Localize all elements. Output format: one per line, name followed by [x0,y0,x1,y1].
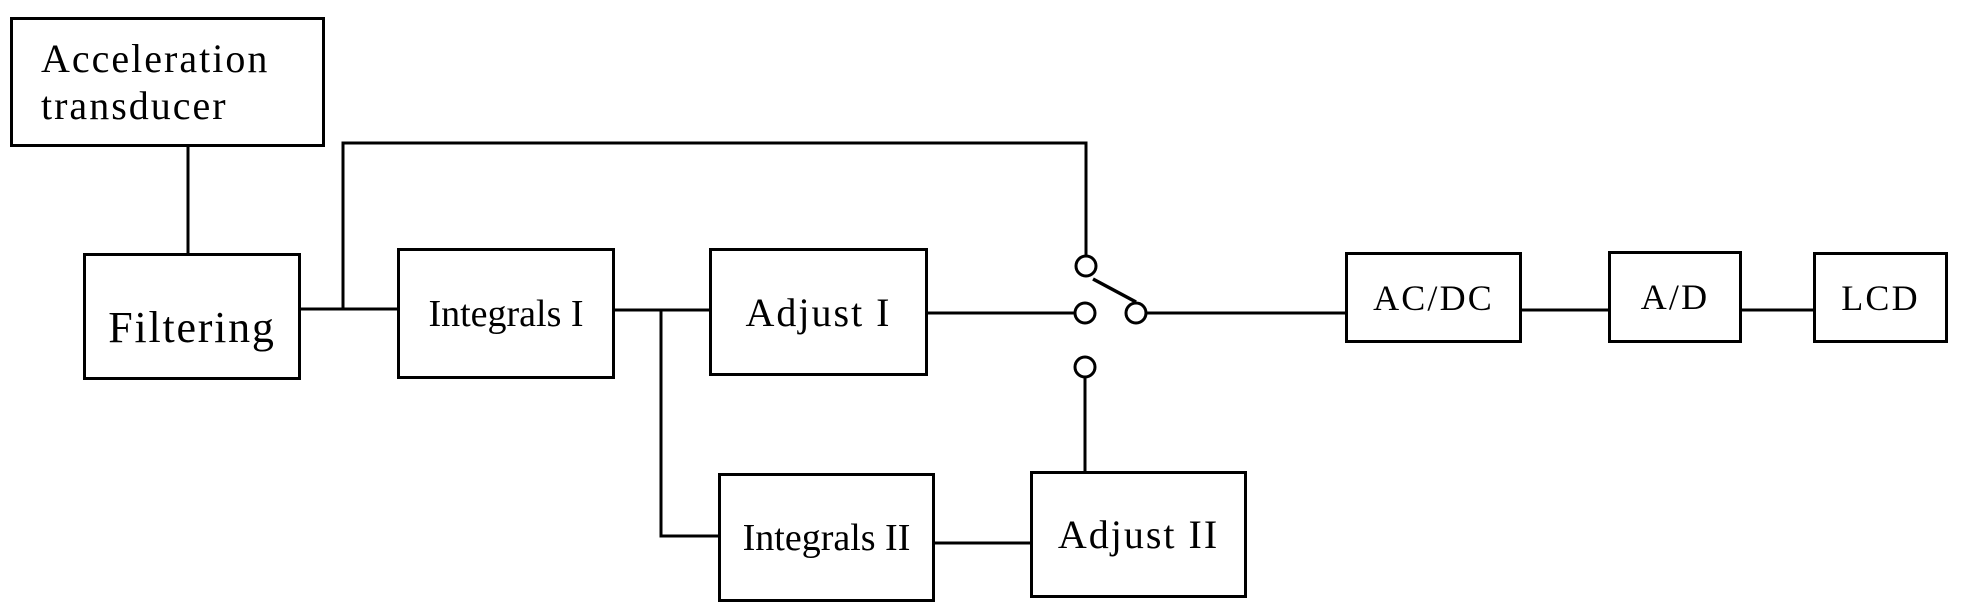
block-integrals-1: Integrals I [397,248,615,379]
switch-arm [1092,277,1137,304]
block-integrals-2-label: Integrals II [742,516,911,559]
block-adjust-1-label: Adjust I [745,289,892,335]
block-ac-dc-label: AC/DC [1373,277,1494,318]
block-a-d-label: A/D [1640,277,1710,317]
block-adjust-1: Adjust I [709,248,928,376]
block-integrals-2: Integrals II [718,473,935,602]
block-filtering: Filtering [83,253,301,380]
block-ac-dc: AC/DC [1345,252,1522,343]
block-lcd-label: LCD [1841,277,1920,318]
block-acceleration-transducer-label-line2: transducer [41,83,228,128]
block-acceleration-transducer: Acceleration transducer [10,17,325,147]
block-adjust-2-label: Adjust II [1057,512,1220,557]
block-acceleration-transducer-label-line1: Acceleration [41,36,270,81]
block-lcd: LCD [1813,252,1948,343]
block-a-d: A/D [1608,251,1742,343]
block-integrals-1-label: Integrals I [428,292,584,335]
switch-contact-bottom [1073,355,1097,379]
switch-contact-top [1074,254,1098,278]
block-filtering-label: Filtering [108,303,276,352]
switch-contact-pole [1124,301,1148,325]
selector-switch-icon [1073,254,1148,379]
block-adjust-2: Adjust II [1030,471,1247,598]
switch-contact-left [1073,301,1097,325]
